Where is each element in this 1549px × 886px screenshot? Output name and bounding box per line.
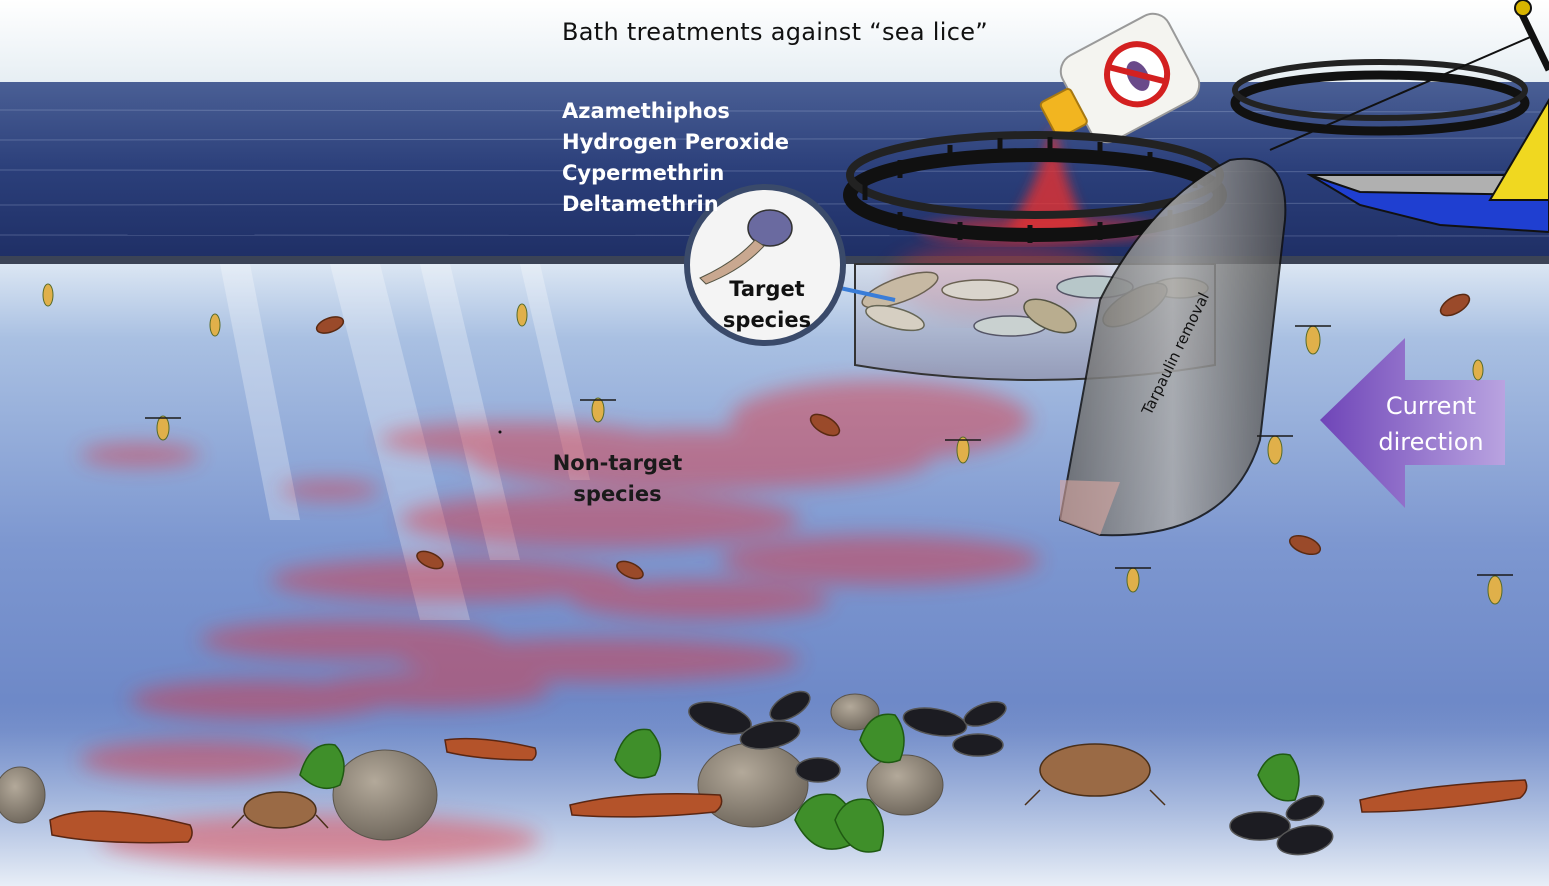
current-direction-label: Current direction (1378, 392, 1484, 456)
chemical-list: Azamethiphos Hydrogen Peroxide Cypermeth… (562, 96, 789, 220)
page-title: Bath treatments against “sea lice” (562, 18, 988, 46)
boat-icon (1269, 0, 1549, 234)
seaweed-icon (299, 713, 1300, 853)
lobster-icon (49, 737, 1528, 844)
mussel-icon (688, 690, 1334, 856)
chemical-item: Cypermethrin (562, 161, 725, 185)
tarpaulin (1058, 157, 1287, 537)
chemical-item: Hydrogen Peroxide (562, 130, 790, 154)
nontarget-species-label: Non-target species (552, 451, 683, 506)
rock-icon (0, 693, 944, 841)
target-magnifier (684, 184, 896, 346)
chemical-item: Deltamethrin (562, 192, 719, 216)
shrimp-larva-icon (315, 293, 1471, 580)
zooplankton-icon (42, 283, 1503, 605)
current-arrow (1320, 338, 1505, 508)
bottle-icon (1039, 12, 1201, 144)
no-lice-icon (1104, 41, 1171, 108)
crab-icon (231, 743, 1166, 829)
sea-lice-icon (699, 209, 793, 285)
fish-cage-icon (1230, 59, 1530, 136)
target-species-label: Target species (722, 277, 812, 332)
chemical-item: Azamethiphos (562, 99, 730, 123)
